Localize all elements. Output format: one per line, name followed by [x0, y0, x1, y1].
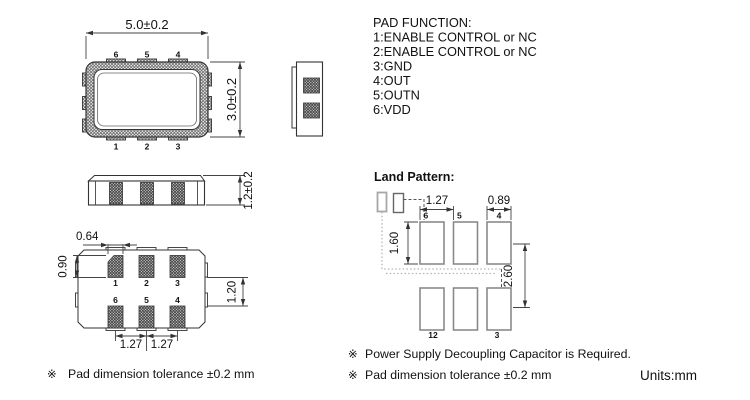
reference-mark-left: ※	[47, 369, 57, 381]
bottom-view-pad-6	[107, 305, 124, 329]
land-pad-5	[452, 221, 479, 265]
bottom-view-pad-height-dimension: 0.90	[58, 255, 106, 278]
land-pad-6	[419, 221, 445, 265]
land-pad-4	[486, 221, 512, 265]
front-view-pad-3	[171, 182, 185, 205]
pad-function-item-4: 4:OUT	[373, 73, 411, 88]
bottom-view-pitch-dimensions: 1.27 1.27	[115, 330, 178, 351]
bottom-view-pin-4: 4	[175, 295, 180, 305]
bottom-view-pitch-right-text: 1.27	[151, 339, 173, 351]
capacitor-to-gnd-dotted-line	[381, 212, 501, 270]
bottom-view-pad-width-dimension: 0.64	[76, 231, 137, 254]
land-pattern: Land Pattern: 6 5 4 12 3 1.27	[374, 170, 530, 340]
top-view-cavity	[93, 69, 201, 130]
capacitor-pad-left	[376, 191, 388, 213]
land-pattern-pin-4: 4	[497, 211, 502, 221]
land-pads	[419, 221, 512, 331]
land-pattern-pitch-text: 1.27	[426, 195, 448, 207]
bottom-view-row-gap-dimension: 1.20	[207, 277, 248, 307]
land-pattern-pin-6: 6	[424, 211, 429, 221]
capacitor-to-vdd-dashed-line	[403, 199, 425, 220]
side-view	[291, 61, 324, 137]
land-pad-1	[419, 287, 445, 331]
bottom-view-pad-5	[138, 305, 155, 329]
side-view-lid	[291, 66, 297, 129]
front-view-lid	[87, 175, 206, 182]
side-view-pad-upper	[303, 77, 320, 94]
pad-function-list: PAD FUNCTION: 1:ENABLE CONTROL or NC 2:E…	[373, 15, 537, 117]
top-view-pin-6: 6	[114, 50, 119, 60]
front-view-pad-2	[140, 182, 154, 205]
side-view-body	[295, 61, 324, 137]
land-pattern-pad-width-text: 0.89	[488, 195, 510, 207]
top-view-pin-4: 4	[176, 50, 181, 60]
bottom-view-pitch-left-text: 1.27	[120, 339, 142, 351]
bottom-view-pin-1: 1	[113, 278, 118, 288]
bottom-view-pin-2: 2	[144, 278, 149, 288]
side-view-pad-lower	[303, 102, 320, 119]
bottom-view-pin-5: 5	[144, 295, 149, 305]
land-pattern-pad-height-dimension: 1.60	[389, 221, 418, 265]
land-pattern-pad-width-dimension: 0.89	[486, 195, 512, 220]
pad-function-title: PAD FUNCTION:	[373, 15, 472, 30]
land-pattern-row-span-dimension: 2.60	[503, 243, 530, 308]
land-pattern-pad-height-text: 1.60	[389, 232, 401, 254]
pad-function-item-5: 5:OUTN	[373, 88, 420, 103]
reference-mark-right-1: ※	[348, 349, 358, 361]
top-view-height-dimension: 3.0±0.2	[210, 61, 245, 138]
bottom-view-pin-6: 6	[113, 295, 118, 305]
note-right-tolerance: Pad dimension tolerance ±0.2 mm	[365, 368, 552, 382]
land-pattern-pin-5: 5	[457, 211, 462, 221]
capacitor-pad-right	[392, 192, 405, 214]
bottom-view-pin-3: 3	[175, 278, 180, 288]
top-view-width-dim-text: 5.0±0.2	[125, 17, 168, 32]
pad-function-item-3: 3:GND	[373, 59, 412, 74]
front-view-height-dim-text: 1.2±0.2	[243, 171, 255, 209]
units-label: Units:mm	[640, 368, 697, 383]
front-view-height-dimension: 1.2±0.2	[203, 171, 255, 210]
bottom-view-pad-width-text: 0.64	[76, 231, 99, 243]
top-view-lid-seam	[97, 72, 197, 127]
land-pattern-row-span-text: 2.60	[503, 265, 515, 287]
top-view-pin-2: 2	[145, 142, 150, 152]
front-view-end-ticks	[95, 181, 198, 205]
land-pattern-pitch-dimension: 1.27	[419, 195, 454, 220]
top-view-pin-5: 5	[145, 50, 150, 60]
notes: ※ Pad dimension tolerance ±0.2 mm ※ Powe…	[47, 347, 697, 383]
bottom-view-pad-3	[169, 255, 186, 278]
land-pad-2	[452, 287, 479, 331]
bottom-view: 1 2 3 6 5 4 0.64 0.90 1.20	[58, 231, 248, 351]
top-view-pin-3: 3	[176, 142, 181, 152]
land-pattern-pin-3: 3	[495, 330, 500, 340]
pad-function-item-2: 2:ENABLE CONTROL or NC	[373, 44, 537, 59]
bottom-view-pad-height-text: 0.90	[58, 255, 70, 277]
bottom-view-row-gap-text: 1.20	[227, 281, 239, 303]
reference-mark-right-2: ※	[348, 370, 358, 382]
top-view: 6 5 4 1 2 3 5.0±0.2 3.0±0.2	[82, 17, 245, 152]
land-pattern-title: Land Pattern:	[374, 170, 455, 184]
front-view-pad-1	[109, 182, 123, 205]
note-left-tolerance: Pad dimension tolerance ±0.2 mm	[68, 367, 255, 381]
bottom-view-pad-4	[169, 305, 186, 329]
note-decoupling-capacitor: Power Supply Decoupling Capacitor is Req…	[365, 347, 631, 361]
pad-function-item-1: 1:ENABLE CONTROL or NC	[373, 30, 537, 45]
land-pad-3	[486, 287, 512, 331]
front-view: 1.2±0.2	[87, 171, 255, 210]
top-view-pin-1: 1	[114, 142, 119, 152]
top-view-height-dim-text: 3.0±0.2	[224, 78, 239, 121]
pad-function-item-6: 6:VDD	[373, 102, 411, 117]
top-view-width-dimension: 5.0±0.2	[85, 17, 209, 59]
bottom-view-pad-2	[138, 255, 155, 278]
land-pattern-pin-12: 12	[428, 330, 438, 340]
bottom-view-pad-1	[107, 255, 124, 278]
